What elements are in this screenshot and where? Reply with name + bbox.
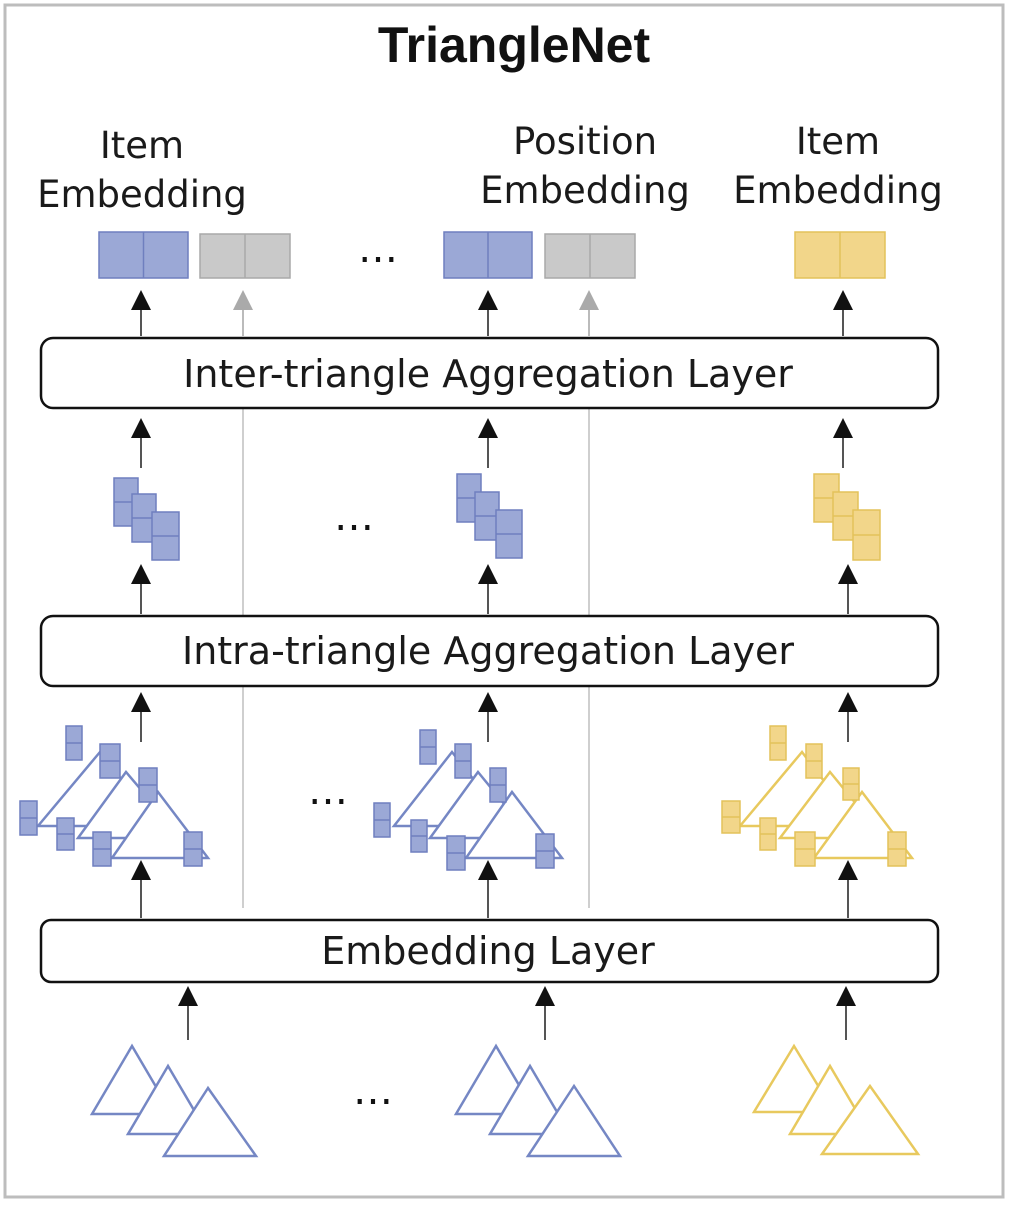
svg-text:Embedding: Embedding <box>37 173 247 216</box>
label-item-embedding-right: Item Embedding <box>733 120 943 212</box>
ellipsis-top: … <box>358 226 398 272</box>
input-triangles-2 <box>453 1043 623 1158</box>
embedded-triangles-1 <box>19 725 211 867</box>
svg-text:Embedding: Embedding <box>480 169 690 212</box>
svg-text:Intra-triangle Aggregation Lay: Intra-triangle Aggregation Layer <box>182 629 794 673</box>
svg-text:Item: Item <box>796 120 880 163</box>
arrows-to-output <box>131 290 853 336</box>
position-embedding-block-1 <box>199 233 291 279</box>
diagram-title: TriangleNet <box>378 17 651 73</box>
inter-triangle-aggregation-layer: Inter-triangle Aggregation Layer <box>39 336 940 410</box>
input-triangles-1 <box>89 1043 259 1158</box>
arrows-to-embedding-layer <box>178 986 856 1040</box>
arrows-to-clusters <box>131 564 858 614</box>
item-embedding-block-2 <box>443 231 533 279</box>
embedded-triangles-target <box>721 725 915 867</box>
arrows-to-intra-layer <box>131 692 858 742</box>
svg-text:Position: Position <box>513 120 657 163</box>
svg-text:Embedding Layer: Embedding Layer <box>321 929 655 973</box>
label-position-embedding: Position Embedding <box>480 120 690 212</box>
aggregated-cluster-target <box>813 473 881 561</box>
position-embedding-block-2 <box>544 233 636 279</box>
intra-triangle-aggregation-layer: Intra-triangle Aggregation Layer <box>39 614 940 688</box>
embedding-layer: Embedding Layer <box>39 918 940 984</box>
arrows-to-inter-layer <box>131 418 853 468</box>
svg-text:Inter-triangle Aggregation Lay: Inter-triangle Aggregation Layer <box>183 352 793 396</box>
svg-text:Embedding: Embedding <box>733 169 943 212</box>
target-item-embedding-block <box>794 231 886 279</box>
ellipsis-bottom: … <box>353 1068 393 1114</box>
input-triangles-target <box>751 1043 921 1156</box>
svg-text:Item: Item <box>100 124 184 167</box>
embedded-triangles-2 <box>373 729 565 871</box>
aggregated-cluster-2 <box>456 473 523 559</box>
label-item-embedding-left: Item Embedding <box>37 124 247 216</box>
item-embedding-block-1 <box>98 231 189 279</box>
ellipsis-triangles-embedded: … <box>308 768 348 814</box>
ellipsis-middle: … <box>334 494 374 540</box>
aggregated-cluster-1 <box>113 477 180 561</box>
arrows-to-embedded-triangles <box>131 860 858 918</box>
output-embeddings: … <box>98 226 886 279</box>
